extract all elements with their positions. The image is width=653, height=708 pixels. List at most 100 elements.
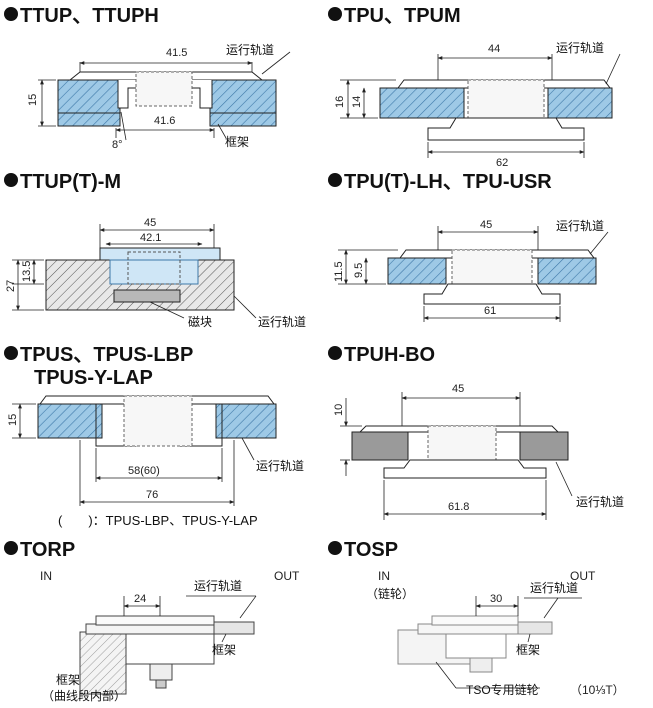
- ttup-label-frame: 框架: [225, 135, 249, 149]
- ttupt-chain-top: [99, 247, 221, 261]
- ttupt-dim-height-inner: 13.5: [21, 261, 33, 282]
- bullet-icon: [328, 7, 342, 21]
- tpu-dim-bottom: 62: [496, 157, 508, 169]
- tpult-label-rail: 运行轨道: [556, 219, 604, 233]
- tpuhbo-label-rail: 运行轨道: [576, 495, 624, 509]
- tpu-label-rail: 运行轨道: [556, 41, 604, 55]
- torp-label-out: OUT: [274, 569, 300, 583]
- tosp-label-frame: 框架: [516, 643, 540, 657]
- tpus-label-rail: 运行轨道: [256, 459, 304, 473]
- ttup-dim-top: 41.5: [166, 47, 187, 59]
- torp-chain-upper: [95, 615, 215, 626]
- tpuhbo-pin: [427, 425, 497, 465]
- tosp-label-in-sub: （链轮）: [366, 586, 414, 601]
- tosp-roller: [469, 657, 493, 673]
- torp-label-in: IN: [40, 569, 52, 583]
- ttup-dim-bottom: 41.6: [154, 115, 175, 127]
- tpult-rail-right: [537, 257, 597, 285]
- torp-label-rail: 运行轨道: [194, 579, 242, 593]
- tpuhbo-drawing: 45 61.8 10 运行轨道: [333, 383, 624, 520]
- tosp-label-sprocket-teeth: （10⅓T）: [570, 683, 625, 697]
- tpus-dim-inner: 58(60): [128, 465, 160, 477]
- tpuhbo-rail-right: [519, 431, 569, 461]
- ttupt-label-rail: 运行轨道: [258, 315, 306, 329]
- bullet-icon: [328, 541, 342, 555]
- torp-frame-right: [213, 621, 255, 635]
- tpus-variant-note: ( )：TPUS-LBP、TPUS-Y-LAP: [58, 513, 258, 528]
- tpu-dim-height-inner: 14: [351, 96, 363, 108]
- torp-label-frame-left-sub: （曲线段内部）: [42, 688, 126, 703]
- ttupt-dim-height-outer: 27: [5, 280, 17, 292]
- torp-frame-left: [79, 631, 127, 695]
- tpus-drawing: 15 58(60) 76 运行轨道: [7, 395, 304, 506]
- tpu-rail-right: [547, 87, 613, 119]
- ttupt-dim-inner: 42.1: [140, 232, 161, 244]
- tpus-pin: [123, 395, 193, 447]
- torp-body: [125, 633, 215, 665]
- tpult-drawing: 45 61 11.5 9.5 运行轨道: [333, 219, 609, 322]
- bullet-icon: [4, 7, 18, 21]
- torp-label-frame-left: 框架: [56, 673, 80, 687]
- tpult-dim-height-outer: 11.5: [333, 261, 345, 282]
- ttupt-magnet: [113, 289, 181, 303]
- section-title-tpult: TPU(T)-LH、TPU-USR: [328, 172, 552, 192]
- tpult-dim-height-inner: 9.5: [353, 263, 365, 278]
- tpus-dim-height: 15: [7, 414, 19, 426]
- ttup-label-rail: 运行轨道: [226, 43, 274, 57]
- tpult-dim-bottom: 61: [484, 305, 496, 317]
- tpult-dim-top: 45: [480, 219, 492, 231]
- torp-bolt: [155, 679, 167, 689]
- tosp-label-out: OUT: [570, 569, 596, 583]
- section-title-ttupt: TTUP(T)-M: [4, 172, 121, 192]
- ttup-rail-right-base: [209, 112, 277, 127]
- tpu-dim-top: 44: [488, 43, 500, 55]
- tosp-label-in: IN: [378, 569, 390, 583]
- section-title-tpuhbo: TPUH-BO: [328, 345, 435, 365]
- tosp-body: [445, 633, 507, 659]
- torp-dim-width: 24: [134, 593, 146, 605]
- ttup-dim-angle: 8°: [112, 139, 123, 151]
- ttupt-pin: [127, 251, 181, 285]
- ttup-pin: [135, 71, 193, 107]
- ttupt-label-magnet: 磁块: [188, 314, 212, 329]
- tpuhbo-rail-left: [351, 431, 409, 461]
- ttup-dim-height: 15: [27, 94, 39, 106]
- ttup-drawing: 41.5 41.6 15 8° 运行轨道 框架: [27, 43, 291, 151]
- tpu-dim-height-outer: 16: [334, 96, 346, 108]
- tpult-rail-left: [387, 257, 447, 285]
- torp-label-frame-right: 框架: [212, 643, 236, 657]
- tpult-chain-base: [423, 283, 561, 305]
- tpuhbo-dim-top: 45: [452, 383, 464, 395]
- tosp-frame: [517, 621, 553, 635]
- tosp-dim-width: 30: [490, 593, 502, 605]
- tosp-drawing: IN （链轮） OUT 30 运行轨道 框架 TSO专用链轮 （10⅓T）: [366, 569, 625, 697]
- tpus-rail-left: [37, 403, 103, 439]
- ttupt-drawing: 45 42.1 27 13.5 磁块 运行轨道: [5, 217, 306, 329]
- bullet-icon: [328, 346, 342, 360]
- bullet-icon: [4, 173, 18, 187]
- ttupt-dim-top: 45: [144, 217, 156, 229]
- section-title-tpu: TPU、TPUM: [328, 6, 461, 26]
- tosp-label-rail: 运行轨道: [530, 581, 578, 595]
- tpus-rail-right: [215, 403, 277, 439]
- tpuhbo-dim-height: 10: [333, 404, 345, 416]
- bullet-icon: [4, 541, 18, 555]
- torp-roller: [149, 663, 173, 681]
- section-title-ttup: TTUP、TTUPH: [4, 6, 159, 26]
- tosp-label-sprocket: TSO专用链轮: [466, 682, 539, 697]
- tpu-drawing: 44 62 16 14 运行轨道: [334, 41, 621, 169]
- tpus-dim-bottom: 76: [146, 489, 158, 501]
- ttup-rail-left-base: [57, 112, 121, 127]
- section-title-tpus: TPUS、TPUS-LBP: [4, 345, 193, 365]
- section-title-tpus-2: TPUS-Y-LAP: [34, 367, 153, 389]
- section-title-tosp: TOSP: [328, 540, 398, 560]
- section-title-torp: TORP: [4, 540, 75, 560]
- tosp-chain-upper: [431, 615, 519, 626]
- tpuhbo-dim-bottom: 61.8: [448, 501, 469, 513]
- tpu-chain-base: [427, 117, 585, 141]
- bullet-icon: [4, 346, 18, 360]
- bullet-icon: [328, 173, 342, 187]
- tpuhbo-chain-base: [383, 459, 547, 479]
- ttupt-chain-block: [109, 259, 199, 285]
